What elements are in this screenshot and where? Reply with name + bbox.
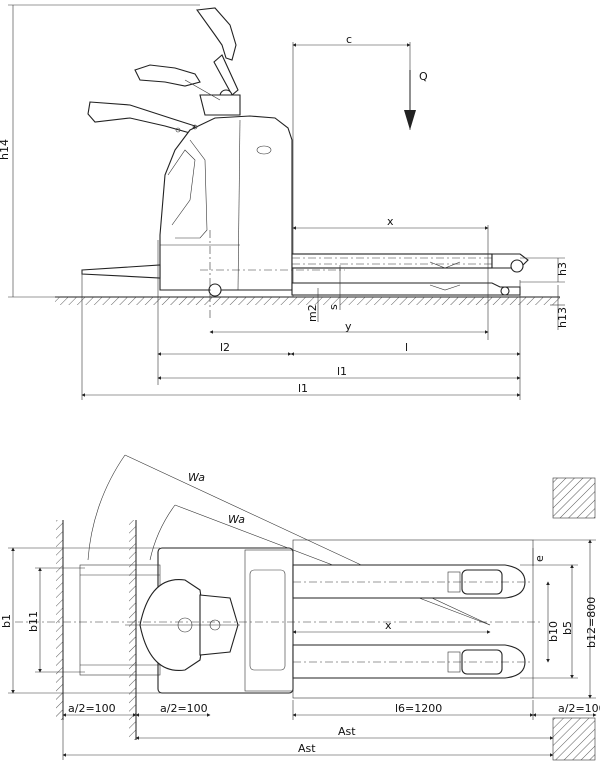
label-s: s xyxy=(327,304,340,310)
wall-top-right xyxy=(552,477,596,519)
dimension-h14: h14 xyxy=(0,4,200,298)
label-h3: h3 xyxy=(556,262,569,276)
label-l2: l2 xyxy=(220,341,230,354)
dimension-l1-upper: l1 xyxy=(157,365,521,380)
label-l: l xyxy=(405,341,408,354)
label-a2-right: a/2=100 xyxy=(558,702,600,715)
truck-body xyxy=(159,115,293,291)
label-ast-inner: Ast xyxy=(338,725,356,738)
label-b1: b1 xyxy=(0,614,13,628)
label-q: Q xyxy=(419,70,428,83)
tiller-handle xyxy=(87,7,241,134)
pallet-outline xyxy=(292,539,534,699)
label-wa-inner: Wa xyxy=(228,513,245,526)
label-l6: l6=1200 xyxy=(395,702,442,715)
load-arrow-q: Q xyxy=(404,70,428,130)
ground-line xyxy=(55,296,560,305)
label-a2-mid: a/2=100 xyxy=(160,702,208,715)
wall-bottom-right xyxy=(552,717,596,761)
dimension-e: e xyxy=(532,548,546,566)
dimension-m2: m2 xyxy=(306,288,319,322)
label-l1-lower: l1 xyxy=(298,382,308,395)
label-h14: h14 xyxy=(0,139,11,160)
label-x-side: x xyxy=(387,215,394,228)
side-view: h14 c Q xyxy=(0,4,569,400)
dimension-y: y xyxy=(209,320,489,334)
label-b10: b10 xyxy=(547,621,560,642)
label-b12: b12=800 xyxy=(585,597,598,648)
label-x-top: x xyxy=(385,619,392,632)
label-a2-left: a/2=100 xyxy=(68,702,116,715)
dimension-h13: h13 xyxy=(550,285,569,330)
label-b5: b5 xyxy=(561,621,574,635)
forks-top xyxy=(292,564,530,679)
label-b11: b11 xyxy=(27,611,40,632)
dimension-b5: b5 xyxy=(520,564,578,679)
dimension-x-top: x xyxy=(292,619,491,634)
label-ast-outer: Ast xyxy=(298,742,316,755)
dimension-b11: b11 xyxy=(27,567,85,673)
label-l1-upper: l1 xyxy=(337,365,347,378)
label-c: c xyxy=(346,33,352,46)
label-m2: m2 xyxy=(306,304,319,322)
dimension-b10: b10 xyxy=(546,581,560,663)
rear-platform xyxy=(81,264,161,279)
dimension-x-side: x xyxy=(292,215,489,340)
dimension-b1: b1 xyxy=(0,547,160,694)
label-e: e xyxy=(533,555,546,562)
dimension-l1-lower: l1 xyxy=(81,270,521,400)
dimension-l2-l: l2 l xyxy=(157,240,521,400)
dimension-s: s xyxy=(327,265,341,310)
label-h13: h13 xyxy=(556,307,569,328)
top-view: Wa Wa xyxy=(0,454,600,761)
dimension-h3: h3 xyxy=(520,257,569,283)
wall-middle xyxy=(129,520,137,740)
dimension-b12: b12=800 xyxy=(533,539,598,699)
wall-left xyxy=(56,520,64,720)
label-wa-outer: Wa xyxy=(188,471,205,484)
dimension-bottom-row: a/2=100 a/2=100 l6=1200 a/2=100 Ast Ast xyxy=(62,700,600,760)
truck-top xyxy=(79,547,294,694)
label-y: y xyxy=(345,320,352,333)
